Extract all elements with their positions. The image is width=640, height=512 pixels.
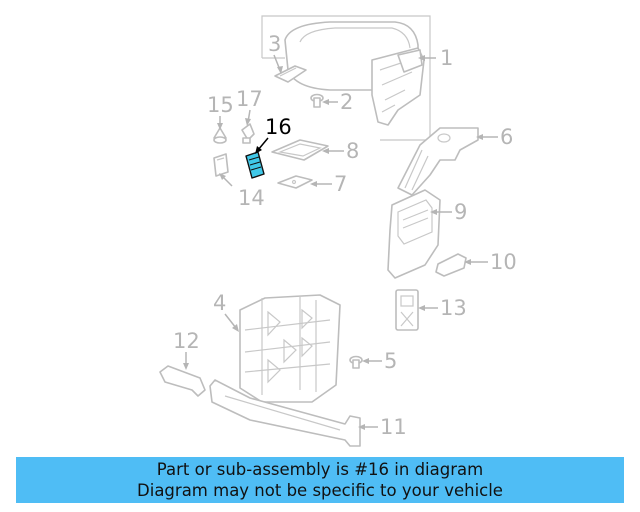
part-6-bracket [397,127,479,196]
callout-6: 6 [476,125,513,149]
callout-13: 13 [418,296,467,320]
callout-3: 3 [268,32,283,74]
part-2-screw [310,93,324,108]
part-14-bracket [213,153,229,177]
callout-10: 10 [464,250,517,274]
svg-text:13: 13 [440,296,467,320]
callout-2: 2 [322,90,353,114]
svg-text:9: 9 [454,200,467,224]
callout-4: 4 [213,291,239,332]
svg-text:11: 11 [380,415,407,439]
callout-17: 17 [236,87,263,126]
part-15-clip [213,127,227,144]
part-4-console-body [239,294,341,403]
callout-8: 8 [322,139,359,163]
part-5-screw [349,355,363,369]
banner-line-disclaimer: Diagram may not be specific to your vehi… [137,481,503,500]
callout-11: 11 [358,415,407,439]
part-11-duct [209,379,361,447]
callout-7: 7 [310,172,347,196]
info-banner: Part or sub-assembly is #16 in diagram D… [16,457,624,503]
callout-9: 9 [430,200,467,224]
part-17-clip [241,123,255,144]
svg-text:6: 6 [500,125,513,149]
callout-14: 14 [219,173,265,210]
part-1-armrest-lid [261,15,431,141]
svg-text:2: 2 [340,90,353,114]
callout-1: 1 [418,46,453,70]
svg-text:14: 14 [238,186,265,210]
svg-text:15: 15 [207,93,234,117]
svg-text:17: 17 [236,87,263,111]
callout-16[interactable]: 16 [255,115,292,154]
part-16-highlighted-insert[interactable] [245,151,265,179]
svg-text:16: 16 [265,115,292,139]
svg-text:8: 8 [346,139,359,163]
part-12-duct [159,365,206,397]
part-10-connector [435,253,467,277]
callout-15: 15 [207,93,234,130]
part-7-plate [277,175,313,189]
part-3-insert [274,65,307,83]
svg-text:4: 4 [213,291,226,315]
banner-line-part: Part or sub-assembly is #16 in diagram [156,460,484,479]
callout-12: 12 [173,329,200,370]
svg-text:1: 1 [440,46,453,70]
svg-text:5: 5 [384,349,397,373]
callout-5: 5 [362,349,397,373]
parts-diagram: 1 2 3 4 5 6 7 8 9 10 [159,15,517,447]
part-13-switch [395,289,419,331]
svg-text:10: 10 [490,250,517,274]
svg-text:12: 12 [173,329,200,353]
part-9-vent-housing [387,189,441,279]
part-8-tray-mat [271,139,329,161]
svg-text:7: 7 [334,172,347,196]
svg-text:3: 3 [268,32,281,56]
